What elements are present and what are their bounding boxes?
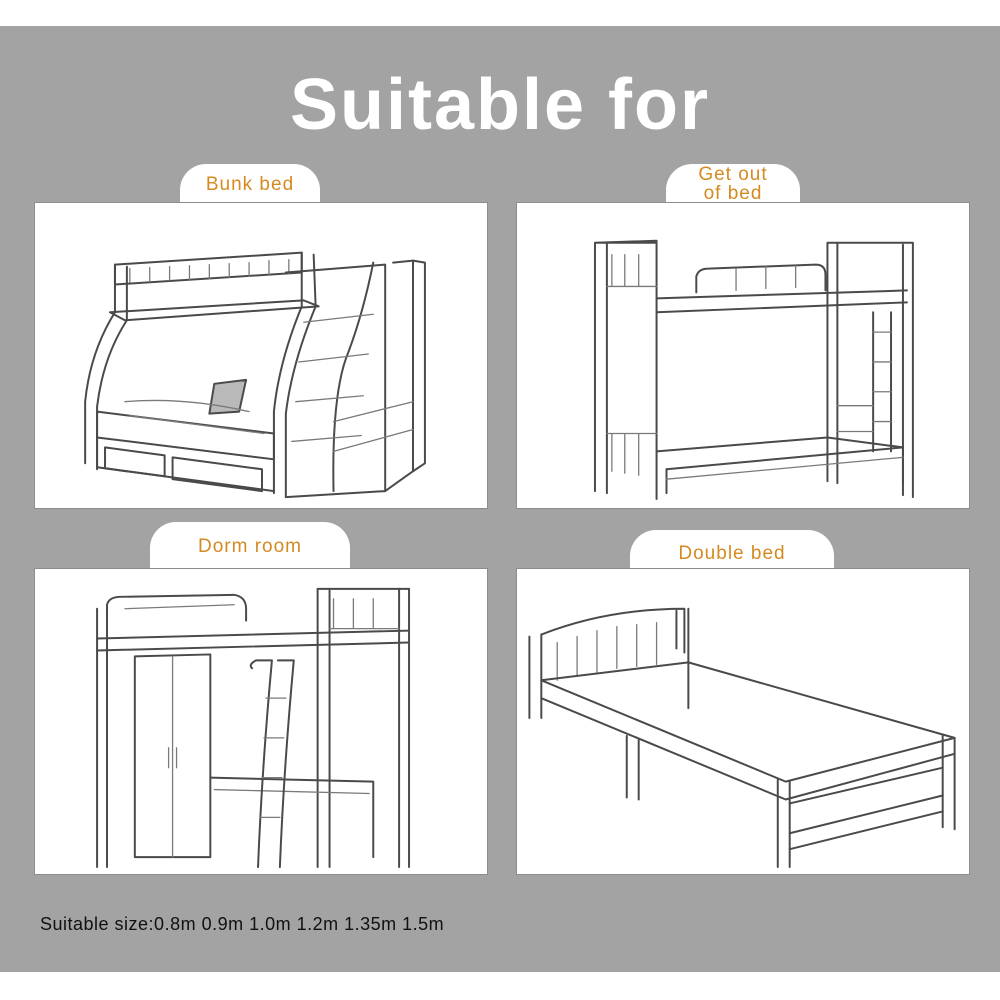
loft-bed-wardrobe-icon — [96, 587, 411, 869]
metal-bunk-bed-icon — [593, 239, 914, 501]
card-label: Bunk bed — [180, 164, 320, 204]
single-wooden-bed-icon — [528, 607, 956, 869]
bunk-bed-icon — [84, 251, 426, 499]
card-image — [34, 202, 488, 509]
card-label-line: of bed — [703, 183, 763, 204]
card-label-line: Get out — [698, 164, 768, 185]
page-title: Suitable for — [289, 65, 711, 145]
card-image — [34, 568, 488, 875]
card-label-line: Dorm room — [197, 535, 302, 557]
suitable-size-note: Suitable size:0.8m 0.9m 1.0m 1.2m 1.35m … — [40, 914, 445, 934]
card-label-line: Bunk bed — [205, 173, 295, 195]
card-label-line: Double bed — [678, 542, 786, 564]
infographic: Suitable for Bunk bed — [0, 26, 1000, 972]
card-label: Get out of bed — [666, 164, 800, 204]
card-image — [516, 202, 970, 509]
card-image — [516, 568, 970, 875]
card-label: Dorm room — [150, 522, 350, 570]
